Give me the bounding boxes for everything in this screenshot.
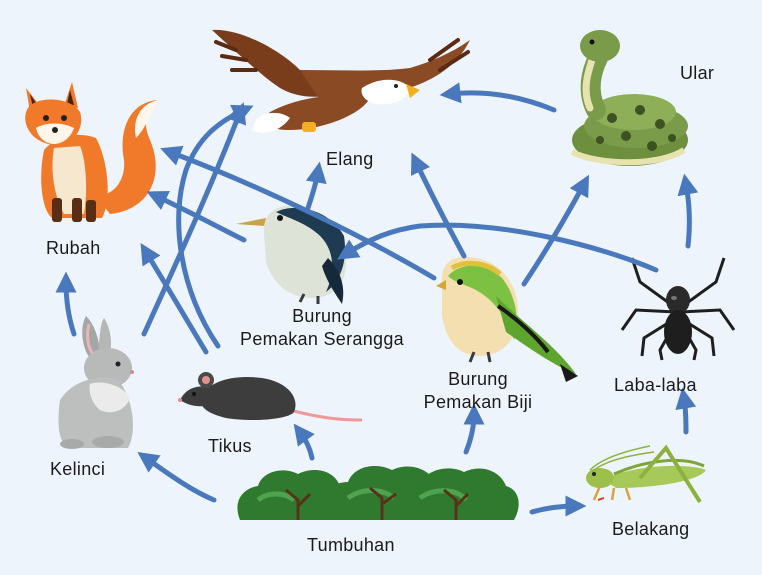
arrow-tumbuhan-to-burung-biji: [463, 403, 485, 455]
rat-illustration: [178, 372, 363, 422]
arrow-burung-biji-to-ular: [521, 174, 590, 287]
arrow-tikus-to-elang: [176, 104, 254, 349]
arrow-burung-serangga-to-rubah: [146, 190, 247, 243]
label-kelinci: Kelinci: [50, 459, 106, 479]
arrow-burung-biji-to-elang: [410, 152, 467, 259]
label-burung-pemakan-biji: Burung Pemakan Biji: [423, 369, 533, 412]
label-laba-laba: Laba-laba: [614, 375, 697, 395]
food-web-arrows: [55, 82, 699, 517]
arrow-tikus-to-rubah: [140, 243, 209, 355]
label-burung-pemakan-serangga: Burung Pemakan Serangga: [240, 306, 404, 349]
insect-eating-bird-illustration: [236, 205, 346, 304]
label-tikus: Tikus: [208, 436, 252, 456]
rabbit-illustration: [58, 316, 134, 449]
label-belakang: Belakang: [612, 519, 690, 539]
label-rubah: Rubah: [46, 238, 101, 258]
arrow-laba-laba-to-ular: [677, 173, 699, 249]
arrow-tumbuhan-to-belakang: [529, 495, 587, 517]
arrow-kelinci-to-rubah: [55, 271, 77, 337]
grasshopper-illustration: [586, 444, 706, 504]
arrow-burung-serangga-to-elang: [305, 161, 327, 211]
eagle-illustration: [212, 29, 470, 133]
label-elang: Elang: [326, 149, 374, 169]
fox-illustration: [25, 82, 158, 222]
arrow-ular-to-elang: [439, 82, 557, 113]
arrow-laba-laba-to-burung-serangga: [337, 222, 659, 273]
seed-eating-bird-illustration: [436, 256, 578, 382]
arrow-kelinci-to-elang: [141, 102, 247, 337]
arrow-tumbuhan-to-tikus: [293, 423, 315, 461]
plant-bushes-illustration: [237, 466, 519, 520]
snake-illustration: [570, 30, 688, 166]
arrow-belakang-to-laba-laba: [675, 387, 697, 435]
label-ular: Ular: [680, 63, 715, 83]
spider-illustration: [620, 257, 736, 361]
label-tumbuhan: Tumbuhan: [307, 535, 395, 555]
arrow-burung-biji-to-rubah: [160, 145, 437, 281]
arrow-tumbuhan-to-kelinci: [137, 451, 217, 503]
